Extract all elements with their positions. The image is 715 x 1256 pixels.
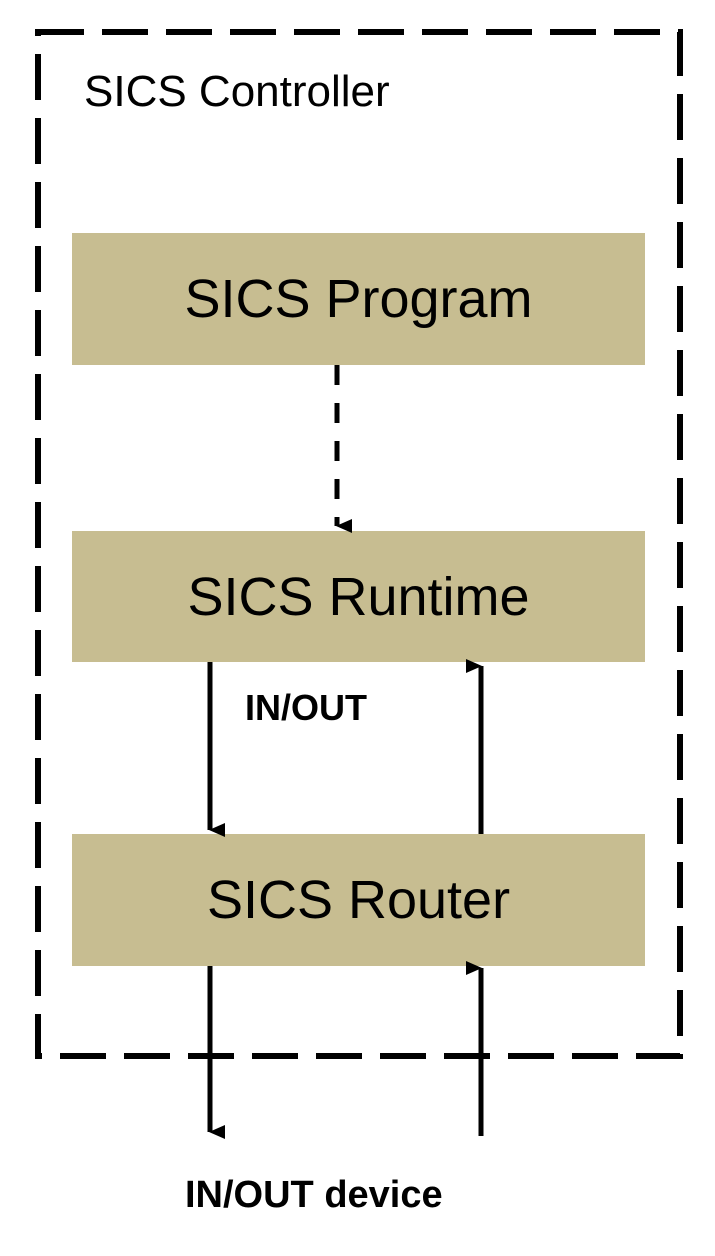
block-sics-program (72, 233, 645, 365)
sics-controller-boundary (35, 29, 683, 1059)
block-label-sics-router: SICS Router (206, 870, 511, 930)
block-sics-runtime (72, 531, 645, 662)
sics-controller-title: SICS Controller (84, 67, 390, 116)
connector-label-inout: IN/OUT (245, 687, 367, 728)
block-sics-router (72, 834, 645, 966)
block-label-sics-program: SICS Program (184, 269, 533, 329)
block-label-sics-runtime: SICS Runtime (187, 567, 530, 627)
inout-device-label: IN/OUT device (185, 1174, 443, 1216)
